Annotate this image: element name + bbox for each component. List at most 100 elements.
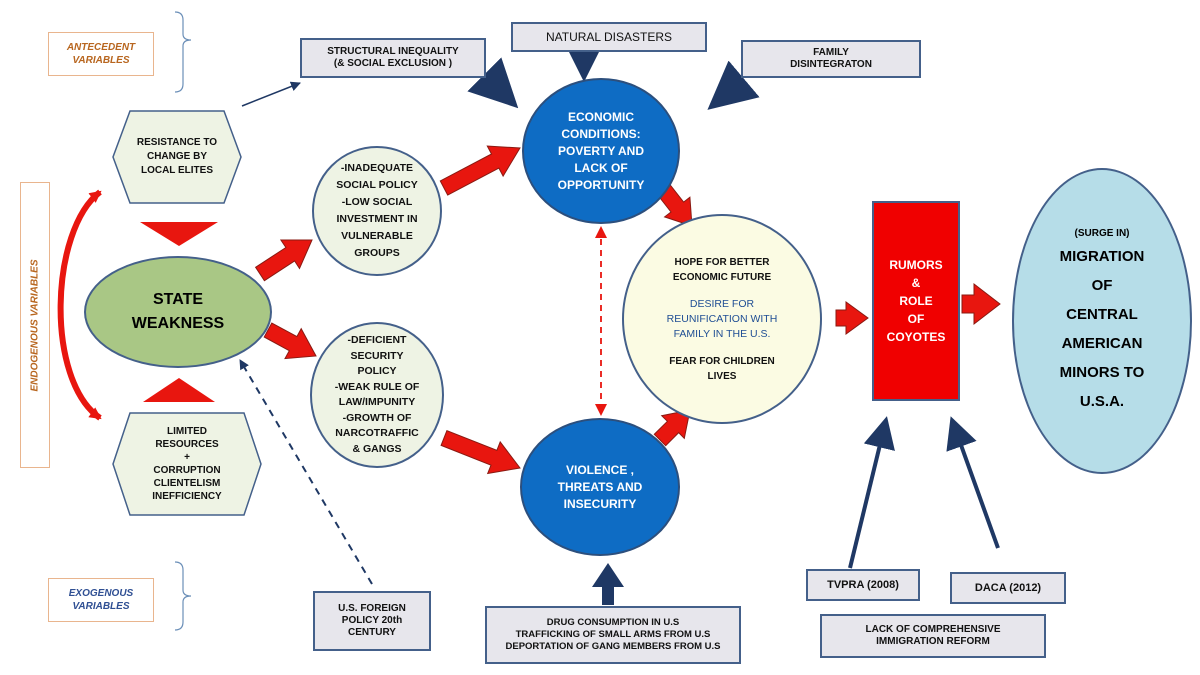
family-disintegration-box: FAMILY DISINTEGRATON: [741, 40, 921, 78]
ellipse-text-line: OF: [1091, 277, 1113, 294]
resistance-to-change-hexagon: RESISTANCE TO CHANGE BY LOCAL ELITES: [112, 110, 242, 204]
immigration-reform-box: LACK OF COMPREHENSIVE IMMIGRATION REFORM: [820, 614, 1046, 658]
ellipse-text-line: MINORS TO: [1059, 364, 1145, 381]
box-text-line: NATURAL DISASTERS: [545, 30, 673, 44]
arrow-resistance-to-inequality: [241, 81, 301, 107]
circle-text-line: LIVES: [707, 370, 737, 382]
arrow-tvpra-to-rumors: [848, 416, 895, 569]
exogenous-label-line: EXOGENOUS: [68, 588, 134, 599]
arrow-social-policy-to-economic: [439, 145, 521, 196]
circle-text-line: THREATS AND: [557, 479, 643, 494]
circle-text-line: VIOLENCE ,: [565, 462, 634, 477]
circle-text-line: ECONOMIC: [568, 109, 634, 124]
ellipse-text-line: U.S.A.: [1079, 393, 1125, 410]
deficient-security-policy-circle: -DEFICIENT SECURITY POLICY -WEAK RULE OF…: [310, 322, 444, 468]
box-text-line: DACA (2012): [974, 582, 1042, 594]
arrow-foreign-policy-to-state: [239, 359, 373, 585]
circle-text-line: INSECURITY: [563, 496, 637, 511]
box-text-line: COYOTES: [886, 330, 946, 344]
circle-text-line: GROUPS: [354, 247, 400, 259]
box-text-line: DRUG CONSUMPTION IN U.S: [546, 617, 680, 628]
box-text-line: U.S. FOREIGN: [338, 603, 406, 614]
circle-text-line: SOCIAL POLICY: [336, 179, 418, 191]
box-text-line: DISINTEGRATON: [790, 59, 872, 70]
hex-text-line: RESISTANCE TO: [136, 137, 218, 148]
arrow-state-to-social-policy: [254, 239, 313, 282]
hex-text-line: LOCAL ELITES: [140, 165, 214, 176]
circle-text-line: POVERTY AND: [557, 143, 644, 158]
box-text-line: &: [911, 276, 921, 290]
triangle-down: [140, 222, 218, 246]
hope-motivations-circle: HOPE FOR BETTER ECONOMIC FUTURE DESIRE F…: [622, 214, 822, 424]
hex-text-line: LIMITED: [167, 426, 207, 437]
circle-text-line: POLICY: [357, 365, 397, 377]
box-text-line: DEPORTATION OF GANG MEMBERS FROM U.S: [505, 641, 721, 652]
ellipse-text-line: CENTRAL: [1066, 306, 1138, 323]
limited-resources-hexagon: LIMITED RESOURCES + CORRUPTION CLIENTELI…: [112, 412, 262, 516]
exogenous-variables-label: EXOGENOUS VARIABLES: [48, 578, 154, 622]
natural-disasters-box: NATURAL DISASTERS: [511, 22, 707, 52]
rumors-coyotes-box: RUMORS & ROLE OF COYOTES: [872, 201, 960, 401]
antecedent-bracket: [174, 11, 192, 93]
circle-text-line: NARCOTRAFFIC: [335, 427, 419, 439]
violence-circle: VIOLENCE , THREATS AND INSECURITY: [520, 418, 680, 556]
antecedent-label-line: ANTECEDENT: [66, 42, 136, 53]
circle-text-line: LAW/IMPUNITY: [338, 396, 416, 408]
arrow-violence-to-hope: [653, 409, 691, 447]
ellipse-text-line: MIGRATION: [1059, 248, 1145, 265]
box-text-line: POLICY 20th: [341, 615, 403, 626]
endogenous-loop-arrow: [57, 189, 102, 421]
circle-text-line: -INADEQUATE: [340, 162, 414, 174]
hex-text-line: +: [184, 452, 190, 463]
endogenous-variables-label: ENDOGENOUS VARIABLES: [20, 182, 50, 468]
circle-text-line: HOPE FOR BETTER: [674, 256, 770, 268]
arrow-daca-to-rumors: [946, 416, 1000, 549]
box-text-line: FAMILY: [813, 47, 849, 58]
exogenous-bracket: [174, 561, 192, 631]
endogenous-label-text: ENDOGENOUS VARIABLES: [29, 258, 41, 392]
daca-box: DACA (2012): [950, 572, 1066, 604]
arrow-rumors-to-migration: [961, 282, 1001, 326]
box-text-line: RUMORS: [889, 258, 943, 272]
ellipse-text-line: STATE: [152, 291, 204, 308]
hex-text-line: RESOURCES: [155, 439, 219, 450]
hex-text-line: CLIENTELISM: [153, 478, 221, 489]
antecedent-variables-label: ANTECEDENT VARIABLES: [48, 32, 154, 76]
circle-text-line: LACK OF: [574, 160, 628, 175]
circle-text-line: -GROWTH OF: [342, 411, 412, 424]
tvpra-box: TVPRA (2008): [806, 569, 920, 601]
box-text-line: OF: [907, 312, 925, 326]
circle-text-line: -LOW SOCIAL: [341, 196, 413, 208]
migration-prefix: (SURGE IN): [1074, 228, 1130, 239]
triangle-up: [143, 378, 215, 402]
ellipse-text-line: WEAKNESS: [131, 315, 225, 332]
hexagon-shape: [112, 412, 262, 516]
us-foreign-policy-box: U.S. FOREIGN POLICY 20th CENTURY: [313, 591, 431, 651]
exogenous-label-line: VARIABLES: [72, 601, 130, 612]
inadequate-social-policy-circle: -INADEQUATE SOCIAL POLICY -LOW SOCIAL IN…: [312, 146, 442, 276]
antecedent-label-line: VARIABLES: [72, 55, 130, 66]
economic-conditions-circle: ECONOMIC CONDITIONS: POVERTY AND LACK OF…: [522, 78, 680, 224]
arrow-hope-to-rumors: [835, 301, 869, 335]
circle-text-line: FEAR FOR CHILDREN: [669, 355, 775, 367]
migration-ellipse: (SURGE IN) MIGRATION OF CENTRAL AMERICAN…: [1012, 168, 1192, 474]
circle-text-line: & GANGS: [352, 442, 402, 455]
circle-text-line: -WEAK RULE OF: [334, 380, 420, 393]
box-text-line: (& SOCIAL EXCLUSION ): [333, 58, 453, 69]
box-text-line: CENTURY: [348, 627, 396, 638]
hexagon-shape: [112, 110, 242, 204]
box-text-line: LACK OF COMPREHENSIVE: [865, 624, 1001, 635]
box-text-line: ROLE: [899, 294, 933, 308]
circle-text-line: -DEFICIENT: [347, 334, 407, 346]
box-text-line: TRAFFICKING OF SMALL ARMS FROM U.S: [515, 629, 711, 640]
arrow-family-to-economic: [707, 60, 760, 110]
state-weakness-ellipse: STATE WEAKNESS: [84, 256, 272, 368]
hex-text-line: CORRUPTION: [153, 465, 221, 476]
arrow-economic-to-hope: [656, 184, 693, 227]
circle-text-line: REUNIFICATION WITH: [666, 312, 778, 325]
hex-text-line: INEFFICIENCY: [152, 491, 222, 502]
red-block-arrows: [254, 145, 1001, 475]
hex-text-line: CHANGE BY: [146, 151, 207, 162]
arrow-state-to-security-policy: [263, 322, 317, 360]
